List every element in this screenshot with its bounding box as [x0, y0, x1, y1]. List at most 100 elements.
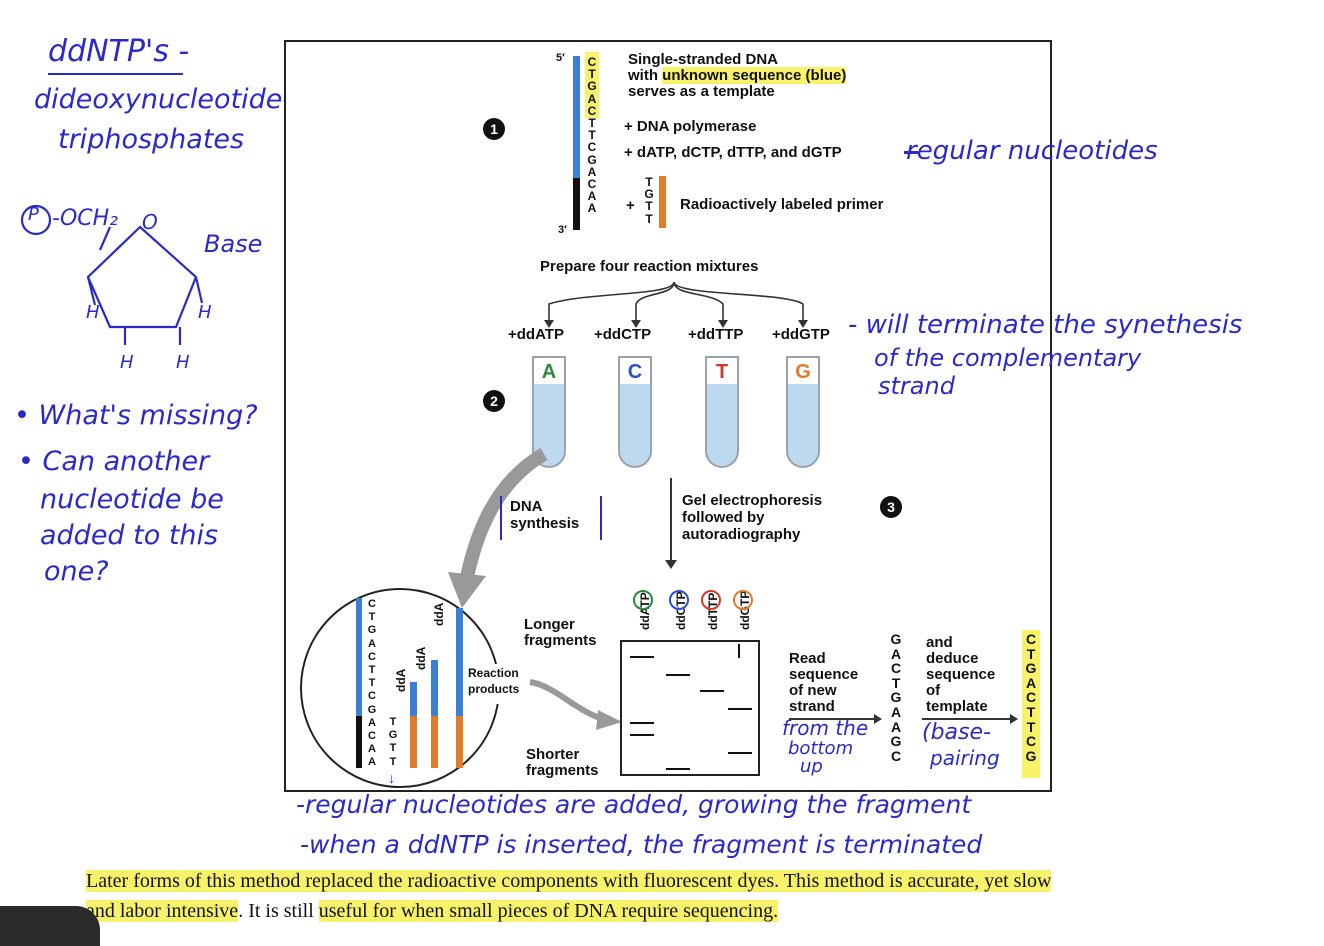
dna-polymerase: + DNA polymerase	[624, 118, 757, 135]
primer-down-arrow: ↓	[388, 770, 395, 786]
product-3-orange	[456, 716, 463, 768]
bottom-note-1: -regular nucleotides are added, growing …	[296, 790, 972, 819]
reaction-products-1: Reaction	[468, 666, 519, 680]
branch-arrows	[544, 281, 808, 328]
product-2-orange	[431, 716, 438, 768]
caption-1b: accurate, yet slow	[907, 870, 1052, 892]
deduce-3: sequence	[926, 666, 996, 683]
product-2-blue	[431, 660, 438, 716]
caption-line-2: and labor intensive. It is still useful …	[86, 900, 779, 923]
template-desc-2a: with	[628, 67, 663, 84]
lane-circle-t	[701, 590, 721, 610]
product-2-dda: ddA	[414, 646, 428, 670]
gel-band	[630, 722, 654, 724]
tube-a-letter: A	[532, 356, 566, 384]
synthesis-arrow	[448, 447, 548, 608]
question-missing: • What's missing?	[14, 400, 258, 431]
template-desc-2c: (blue)	[801, 67, 847, 84]
reaction-products-box: Reaction products	[466, 664, 528, 704]
inset-primer-letters: T G T T	[388, 716, 398, 768]
read-2: sequence	[789, 666, 859, 683]
primer-letters: T G T T	[644, 175, 654, 226]
regular-nucleotides-note: regular nucleotides	[906, 136, 1158, 166]
five-prime-label: 5′	[556, 52, 565, 64]
from-bottom-2: bottom	[788, 738, 854, 759]
deduce-1: and	[926, 634, 953, 651]
deduce-arrow	[922, 718, 1014, 720]
new-strand-sequence: G A C T G A A G C	[890, 631, 902, 764]
step-1-marker: 1	[483, 118, 505, 140]
template-desc-2b: unknown sequence	[662, 67, 802, 84]
gel-arrow-line	[670, 478, 672, 564]
och2-label: -OCH₂	[52, 206, 118, 231]
read-4: strand	[789, 698, 835, 715]
read-3: of new	[789, 682, 837, 699]
gel-band	[728, 752, 752, 754]
prepare-label: Prepare four reaction mixtures	[540, 258, 759, 275]
tube-a: A	[532, 356, 566, 468]
read-arrow-head	[874, 714, 882, 724]
inset-template-letters: C T G A C T T C G A C A A	[367, 598, 377, 769]
reaction-ddctp: +ddCTP	[594, 326, 652, 343]
lane-circle-a	[633, 590, 653, 610]
gel-band	[666, 674, 690, 676]
h-right: H	[198, 302, 212, 323]
regular-dash	[904, 151, 918, 154]
from-bottom-3: up	[800, 756, 823, 777]
caption-1a: Later forms of this method replaced the …	[86, 870, 908, 892]
tube-t: T	[705, 356, 739, 468]
inset-template-black	[356, 716, 362, 768]
reaction-products-2: products	[468, 682, 520, 696]
sanger-figure: 5′ 3′ C T G A C T T C G A C A A Single-s…	[284, 40, 1052, 792]
base-label: Base	[204, 230, 263, 258]
corner-tab	[0, 906, 100, 946]
template-desc-2: with unknown sequence (blue)	[628, 67, 847, 84]
caption-2b: . It is still	[238, 900, 319, 922]
gel-band	[630, 734, 654, 736]
primer-orange-bar	[659, 176, 666, 228]
product-1-blue	[410, 682, 417, 716]
h-bottom-left: H	[120, 352, 134, 373]
longer-fragments-1: Longer	[524, 616, 575, 633]
question-added: added to this	[40, 520, 219, 551]
gel-band	[666, 768, 690, 770]
shorter-fragments-2: fragments	[526, 762, 599, 779]
template-desc-1: Single-stranded DNA	[628, 51, 779, 68]
product-1-orange	[410, 716, 417, 768]
step-3-marker: 3	[880, 496, 902, 518]
deduce-arrow-head	[1010, 714, 1018, 724]
inset-template-blue	[356, 598, 362, 716]
dntp-list: + dATP, dCTP, dTTP, and dGTP	[624, 144, 842, 161]
definition-line1: dideoxynucleotide-	[34, 84, 293, 115]
caption-2c: useful for when small pieces of DNA requ…	[318, 900, 779, 922]
step-2-marker: 2	[483, 390, 505, 412]
gel-band	[630, 656, 654, 658]
ring-oxygen: O	[142, 210, 158, 234]
gel-arrow-head	[665, 560, 677, 569]
gel-box	[620, 640, 760, 776]
tube-g: G	[786, 356, 820, 468]
tube-c: C	[618, 356, 652, 468]
template-desc-3: serves as a template	[628, 83, 775, 100]
terminate-note-3: strand	[878, 372, 955, 400]
template-letters: C T G A C T T C G A C A A	[587, 55, 597, 216]
title-underline	[48, 73, 183, 75]
base-pairing-1: (base-	[922, 720, 991, 745]
terminate-note-1: - will terminate the synethesis	[848, 310, 1243, 340]
gel-band	[738, 644, 740, 658]
product-1-dda: ddA	[394, 668, 408, 692]
three-prime-label: 3′	[558, 224, 567, 236]
gel-label-2: followed by	[682, 509, 765, 526]
longer-fragments-2: fragments	[524, 632, 597, 649]
template-black-bar	[573, 178, 580, 230]
caption-2a: and labor intensive	[86, 900, 239, 922]
gel-label-3: autoradiography	[682, 526, 801, 543]
product-3-dda: ddA	[432, 602, 446, 626]
template-highlight	[585, 52, 599, 118]
shorter-fragments-1: Shorter	[526, 746, 580, 763]
question-another: • Can another	[18, 446, 210, 477]
dna-synthesis-2: synthesis	[510, 515, 580, 532]
gel-band	[728, 708, 752, 710]
primer-plus: +	[626, 197, 635, 214]
gel-label-1: Gel electrophoresis	[682, 492, 823, 509]
